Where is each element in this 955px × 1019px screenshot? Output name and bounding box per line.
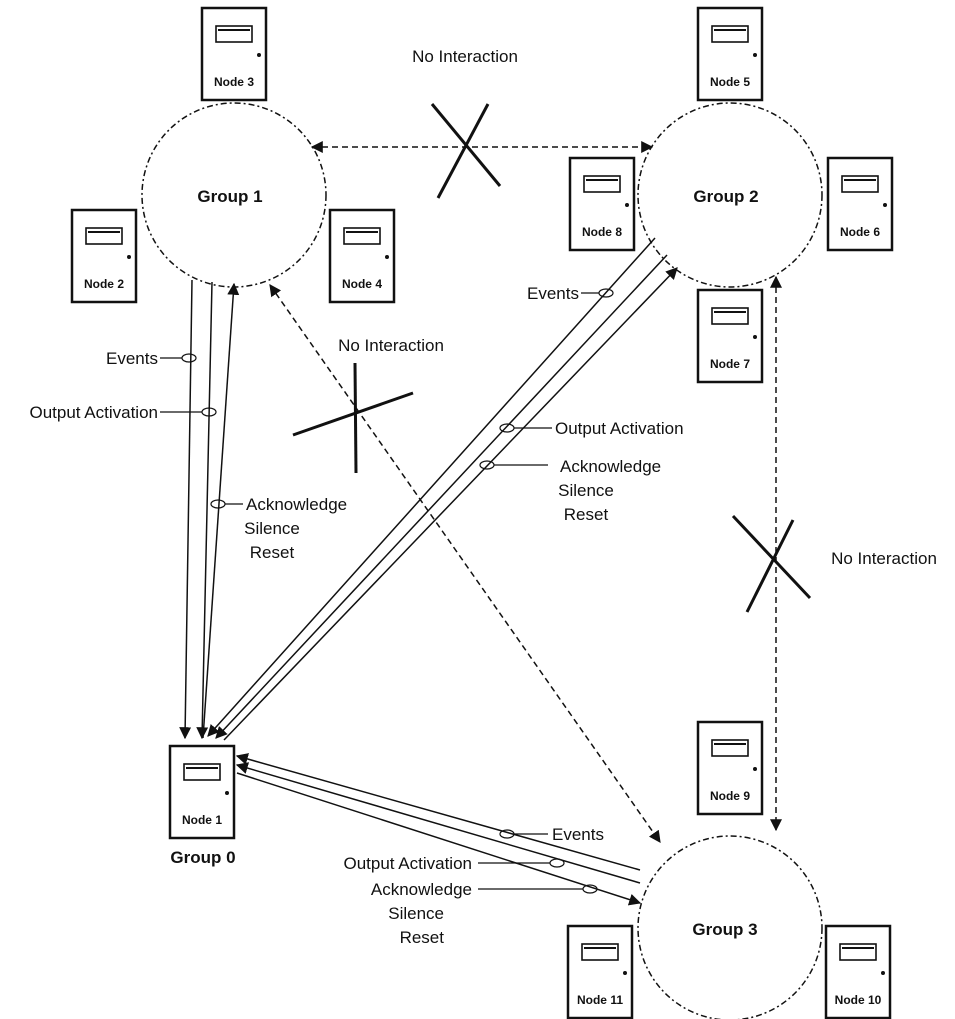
node-label: Node 1: [182, 813, 222, 827]
g3-silence-label: Silence: [388, 904, 444, 923]
g2-events-label: Events: [527, 284, 579, 303]
node-label: Node 3: [214, 75, 254, 89]
g2-ack-arrow: [223, 267, 678, 741]
node-label: Node 11: [577, 993, 623, 1007]
node-6: Node 6: [826, 156, 894, 252]
g1-output-label: Output Activation: [29, 403, 158, 422]
g3-output-arrow: [235, 762, 641, 884]
g2-events-arrow: [207, 237, 656, 737]
node-label: Node 4: [342, 277, 382, 291]
node-9: Node 9: [696, 720, 764, 816]
group-3-circle: [637, 835, 823, 1019]
g3-ack-arrow: [236, 772, 642, 906]
g1-events-arrow: [179, 279, 193, 740]
group-2-circle: [637, 102, 823, 288]
group-2-label: Group 2: [693, 187, 758, 206]
g3-reset-label: Reset: [400, 928, 445, 947]
g2-output-label: Output Activation: [555, 419, 684, 438]
node-label: Node 5: [710, 75, 750, 89]
no-interaction-middle-label: No Interaction: [338, 336, 444, 355]
node-4: Node 4: [328, 208, 396, 304]
g3-events-label: Events: [552, 825, 604, 844]
group-0-label: Group 0: [170, 848, 235, 867]
node-3: Node 3: [200, 6, 268, 102]
node-label: Node 10: [835, 993, 882, 1007]
g1-ack-arrow: [202, 282, 240, 739]
g1-ack-marker: [210, 499, 226, 509]
no-interaction-top-label: No Interaction: [412, 47, 518, 66]
x-mark-middle: [292, 362, 414, 474]
node-label: Node 8: [582, 225, 622, 239]
g2-output-marker: [499, 423, 515, 433]
node-7: Node 7: [696, 288, 764, 384]
node-2: Node 2: [70, 208, 138, 304]
node-8: Node 8: [568, 156, 636, 252]
g1-output-arrow: [196, 281, 213, 740]
group-1-label: Group 1: [197, 187, 262, 206]
g3-output-label: Output Activation: [343, 854, 472, 873]
g1-silence-label: Silence: [244, 519, 300, 538]
g3-ack-label: Acknowledge: [371, 880, 472, 899]
node-label: Node 7: [710, 357, 750, 371]
node-label: Node 6: [840, 225, 880, 239]
g3-output-marker: [549, 858, 565, 868]
x-mark-top: [430, 103, 502, 199]
node-label: Node 2: [84, 277, 124, 291]
g2-output-arrow: [215, 254, 668, 739]
g1-events-marker: [181, 353, 197, 363]
no-interaction-right-label: No Interaction: [831, 549, 937, 568]
g1-ack-label: Acknowledge: [246, 495, 347, 514]
node-10: Node 10: [824, 924, 892, 1019]
node-label: Node 9: [710, 789, 750, 803]
group-3-label: Group 3: [692, 920, 757, 939]
node-1: Node 1: [168, 744, 236, 840]
g3-events-arrow: [235, 753, 641, 871]
x-mark-right: [731, 514, 812, 613]
g1-events-label: Events: [106, 349, 158, 368]
g2-reset-label: Reset: [564, 505, 609, 524]
g2-silence-label: Silence: [558, 481, 614, 500]
node-11: Node 11: [566, 924, 634, 1019]
g1-reset-label: Reset: [250, 543, 295, 562]
node-5: Node 5: [696, 6, 764, 102]
g2-ack-label: Acknowledge: [560, 457, 661, 476]
g1-g3-dashed-link: [269, 284, 661, 843]
